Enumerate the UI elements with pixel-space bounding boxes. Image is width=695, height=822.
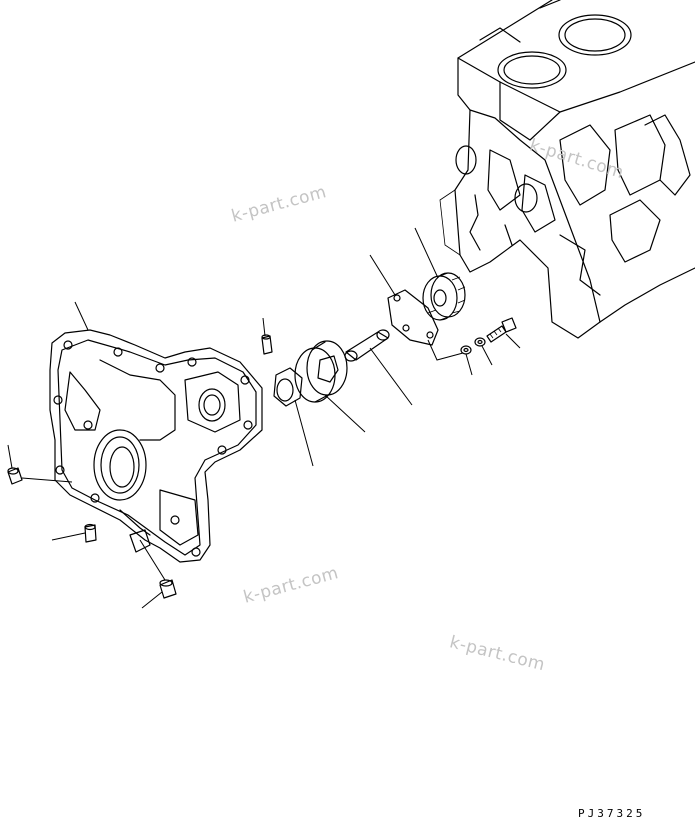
- front-cover: [49, 329, 263, 563]
- drawing-code: PJ37325: [578, 807, 646, 820]
- shaft: [344, 329, 390, 362]
- pump-plate: [387, 289, 439, 346]
- plug-lower-left: [84, 523, 97, 543]
- dowel-pin-left: [7, 467, 23, 485]
- outer-rotor: [294, 340, 348, 403]
- plug-bottom: [159, 579, 177, 599]
- inner-rotor: [273, 367, 303, 407]
- pin-small: [261, 334, 273, 355]
- engine-block: [439, 0, 695, 339]
- drive-gear: [422, 272, 466, 321]
- leader-lines: [7, 227, 521, 609]
- lock-washer: [474, 337, 486, 347]
- bolt: [486, 317, 517, 343]
